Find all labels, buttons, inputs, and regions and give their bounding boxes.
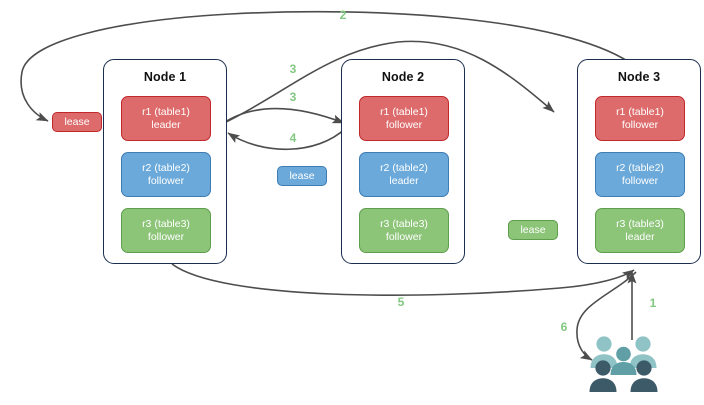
replica-role-label: follower bbox=[147, 174, 185, 187]
replica-role-label: leader bbox=[151, 118, 181, 131]
step-label-5: 5 bbox=[397, 295, 405, 309]
replica-range-label: r1 (table1) bbox=[380, 105, 428, 118]
node-title-node3: Node 3 bbox=[617, 70, 661, 84]
step-label-3a: 3 bbox=[289, 62, 297, 76]
replica-role-label: leader bbox=[389, 174, 419, 187]
replica-n2r1[interactable]: r1 (table1) follower bbox=[359, 96, 449, 141]
lease-badge-r2[interactable]: lease bbox=[277, 166, 327, 186]
replica-n2r2[interactable]: r2 (table2) leader bbox=[359, 152, 449, 197]
replica-role-label: follower bbox=[147, 230, 185, 243]
lease-badge-r3[interactable]: lease bbox=[508, 220, 558, 240]
replica-role-label: follower bbox=[385, 118, 423, 131]
replica-range-label: r1 (table1) bbox=[142, 105, 190, 118]
user-front-right bbox=[630, 360, 658, 392]
replica-range-label: r3 (table3) bbox=[380, 217, 428, 230]
node-title-node1: Node 1 bbox=[143, 70, 187, 84]
replica-role-label: leader bbox=[625, 230, 655, 243]
replica-role-label: follower bbox=[621, 174, 659, 187]
replica-range-label: r2 (table2) bbox=[616, 161, 664, 174]
replica-range-label: r2 (table2) bbox=[142, 161, 190, 174]
user-middle-center bbox=[610, 346, 637, 375]
replica-range-label: r3 (table3) bbox=[616, 217, 664, 230]
step-label-2: 2 bbox=[339, 8, 347, 22]
replica-n1r3[interactable]: r3 (table3) follower bbox=[121, 208, 211, 253]
replica-role-label: follower bbox=[621, 118, 659, 131]
users-group-icon bbox=[584, 335, 664, 393]
replica-n1r2[interactable]: r2 (table2) follower bbox=[121, 152, 211, 197]
replica-n3r1[interactable]: r1 (table1) follower bbox=[595, 96, 685, 141]
step-label-3b: 3 bbox=[289, 90, 297, 104]
node-container-node1[interactable]: Node 1 r1 (table1) leader r2 (table2) fo… bbox=[103, 59, 227, 264]
step-label-1: 1 bbox=[649, 296, 657, 310]
step-label-4: 4 bbox=[289, 131, 297, 145]
replica-n3r2[interactable]: r2 (table2) follower bbox=[595, 152, 685, 197]
replica-n1r1[interactable]: r1 (table1) leader bbox=[121, 96, 211, 141]
replica-range-label: r1 (table1) bbox=[616, 105, 664, 118]
edge-step-5 bbox=[171, 263, 635, 296]
node-title-node2: Node 2 bbox=[381, 70, 425, 84]
step-label-6: 6 bbox=[560, 320, 568, 334]
user-front-left bbox=[589, 360, 617, 392]
replica-range-label: r2 (table2) bbox=[380, 161, 428, 174]
node-container-node2[interactable]: Node 2 r1 (table1) follower r2 (table2) … bbox=[341, 59, 465, 264]
node-container-node3[interactable]: Node 3 r1 (table1) follower r2 (table2) … bbox=[577, 59, 701, 264]
replica-role-label: follower bbox=[385, 230, 423, 243]
replica-n3r3[interactable]: r3 (table3) leader bbox=[595, 208, 685, 253]
edge-step-3-to-node2 bbox=[221, 107, 345, 125]
replica-n2r3[interactable]: r3 (table3) follower bbox=[359, 208, 449, 253]
lease-badge-r1[interactable]: lease bbox=[52, 112, 102, 132]
replica-range-label: r3 (table3) bbox=[142, 217, 190, 230]
